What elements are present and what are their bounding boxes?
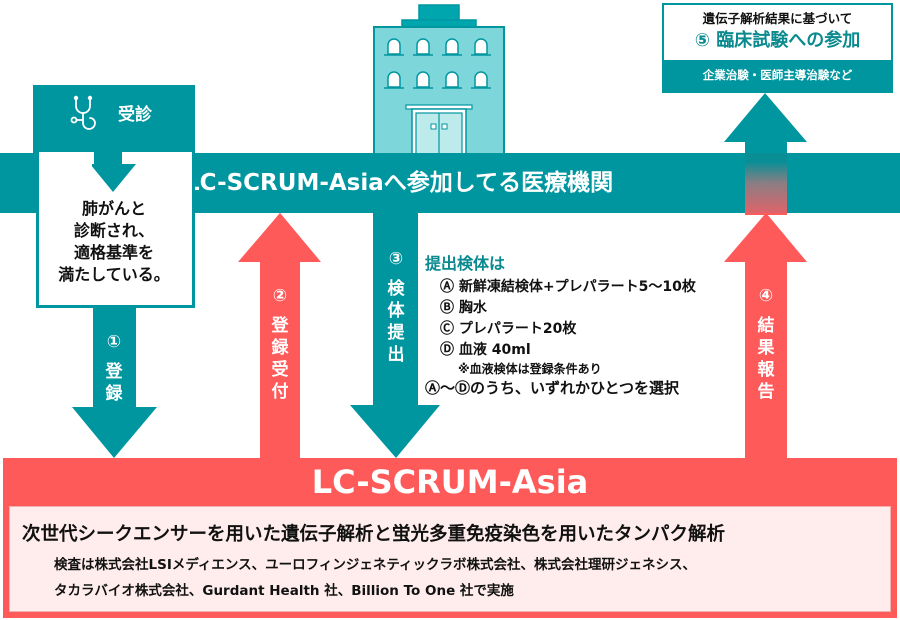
step-char: 登 xyxy=(105,362,123,382)
step-number: ③ xyxy=(388,249,404,269)
step-char: 登 xyxy=(271,316,289,336)
labs-line-1: 検査は株式会社LSIメディエンス、ユーロフィンジェネティックラボ株式会社、株式会… xyxy=(54,557,697,573)
step-char: 録 xyxy=(271,338,289,358)
stethoscope-icon xyxy=(70,95,96,130)
institution-title: LC-SCRUM-Asiaへ参加してる医療機関 xyxy=(185,170,614,196)
lc-scrum-title: LC-SCRUM-Asia xyxy=(311,463,589,501)
arrow-step-3 xyxy=(350,210,440,458)
analysis-description: 次世代シークエンサーを用いた遺伝子解析と蛍光多重免疫染色を用いたタンパク解析 xyxy=(22,524,726,545)
step-2-label: ② 登 録 受 付 xyxy=(265,285,295,403)
hospital-building-icon xyxy=(373,4,505,158)
arrow-step-2 xyxy=(238,213,321,458)
specimen-item: Ⓐ 新鮮凍結検体+プレパラート5～10枚 xyxy=(440,279,696,295)
step-number: ④ xyxy=(758,286,774,306)
specimen-select-instruction: Ⓐ～Ⓓのうち、いずれかひとつを選択 xyxy=(425,379,679,397)
step-4-label: ④ 結 果 報 告 xyxy=(751,285,781,403)
diagnosis-line: 診断され、 xyxy=(73,221,155,240)
step-char: 出 xyxy=(387,345,405,365)
step-char: 提 xyxy=(387,323,405,343)
visit-box xyxy=(33,85,195,155)
analysis-box xyxy=(9,506,891,612)
step-char: 検 xyxy=(387,279,405,299)
trial-pretext: 遺伝子解析結果に基づいて xyxy=(702,11,853,26)
step-1-label: ① 登 録 xyxy=(99,331,129,405)
step-char: 録 xyxy=(105,384,123,404)
specimen-title: 提出検体は xyxy=(425,254,506,273)
step-number: ② xyxy=(272,286,288,306)
specimen-info: 提出検体は Ⓐ 新鮮凍結検体+プレパラート5～10枚 Ⓑ 胸水 Ⓒ プレパラート… xyxy=(425,250,696,399)
step-char: 体 xyxy=(387,301,405,321)
step-char: 受 xyxy=(271,360,289,380)
arrow-step-4 xyxy=(724,213,807,458)
step-char: 告 xyxy=(757,382,775,402)
specimen-note: ※血液検体は登録条件あり xyxy=(458,362,602,376)
step-char: 付 xyxy=(271,382,289,402)
diagnosis-line: 適格基準を xyxy=(73,243,154,262)
step-char: 結 xyxy=(757,316,775,336)
step-char: 報 xyxy=(757,360,775,380)
trial-subtitle: 企業治験・医師主導治験など xyxy=(662,60,893,93)
specimen-item: Ⓒ プレパラート20枚 xyxy=(440,321,577,337)
diagnosis-text: 肺がんと 診断され、 適格基準を 満たしている。 xyxy=(36,198,192,286)
diagnosis-line: 満たしている。 xyxy=(58,265,170,284)
step-char: 果 xyxy=(757,338,775,358)
step-3-label: ③ 検 体 提 出 xyxy=(381,248,411,366)
trial-title: ⑤ 臨床試験への参加 xyxy=(694,30,861,51)
specimen-item: Ⓑ 胸水 xyxy=(440,300,487,316)
step-number: ① xyxy=(106,332,122,352)
diagnosis-line: 肺がんと xyxy=(81,199,146,218)
visit-label: 受診 xyxy=(118,105,152,125)
visit-arrow-down xyxy=(92,150,136,192)
specimen-item: Ⓓ 血液 40ml xyxy=(440,342,531,358)
arrow-step-1 xyxy=(72,305,157,458)
labs-line-2: タカラバイオ株式会社、Gurdant Health 社、Billion To O… xyxy=(54,583,514,599)
